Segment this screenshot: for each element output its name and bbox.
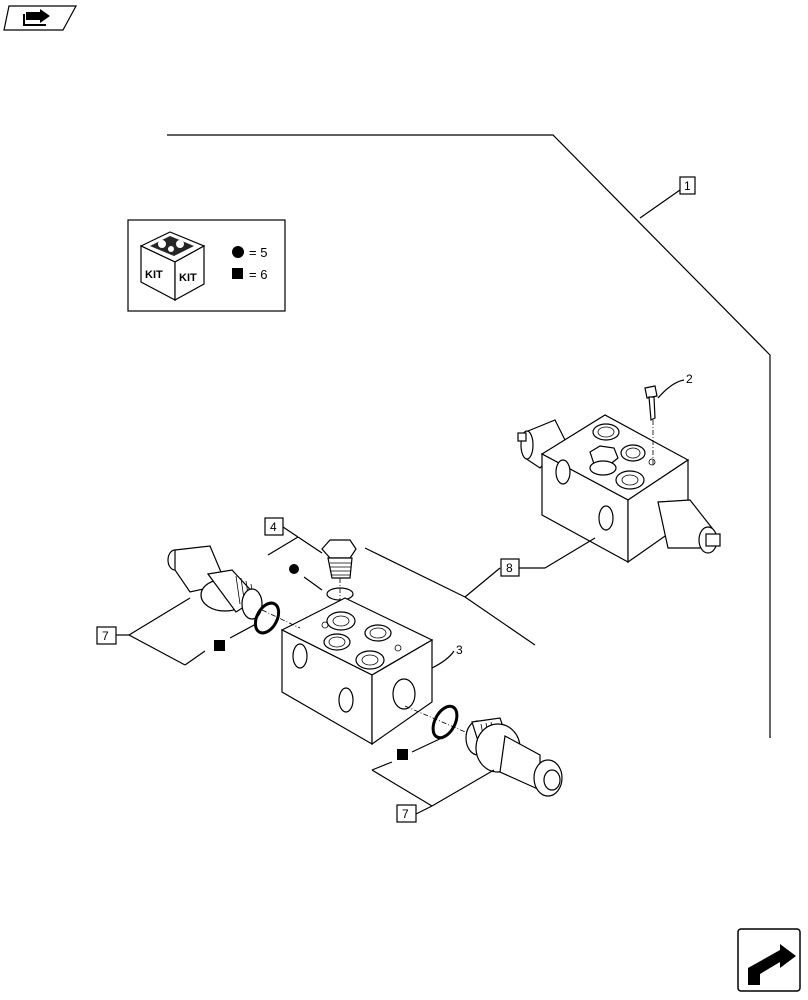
callout-7-upper[interactable]: 7 <box>96 597 206 666</box>
svg-text:7: 7 <box>402 807 409 821</box>
legend-square-label: = 6 <box>249 267 267 282</box>
next-page-icon[interactable] <box>737 928 801 992</box>
previous-page-icon[interactable] <box>3 5 78 31</box>
legend-circle-label: = 5 <box>249 245 267 260</box>
oring-right <box>404 704 471 740</box>
svg-text:1: 1 <box>684 179 691 193</box>
svg-text:KIT: KIT <box>179 272 197 284</box>
valve-block-lower <box>280 597 434 746</box>
svg-text:3: 3 <box>456 643 463 657</box>
kit-box-icon: KIT KIT <box>139 231 206 302</box>
legend-circle-symbol <box>232 246 244 258</box>
oring-left <box>253 601 301 635</box>
valve-assembly-upper <box>517 414 721 564</box>
kit-legend: KIT KIT = 5 = 6 <box>127 219 286 312</box>
legend-square-symbol <box>232 268 243 279</box>
callout-8[interactable]: 8 <box>364 537 596 646</box>
callout-1[interactable]: 1 <box>639 176 696 219</box>
callout-3[interactable]: 3 <box>431 643 463 669</box>
bolt-part <box>644 385 658 465</box>
callout-2[interactable]: 2 <box>657 372 693 399</box>
svg-text:4: 4 <box>270 520 277 534</box>
seal-square-marker <box>397 749 408 760</box>
seal-circle-marker <box>289 564 299 574</box>
callout-7-lower[interactable]: 7 <box>371 735 495 823</box>
seal-square-marker <box>214 640 225 651</box>
spool-left <box>167 545 263 620</box>
svg-text:8: 8 <box>506 561 513 575</box>
plug-part <box>321 539 357 650</box>
spool-right <box>465 717 563 797</box>
svg-text:2: 2 <box>686 372 693 386</box>
callout-4[interactable]: 4 <box>264 517 323 556</box>
svg-text:7: 7 <box>102 629 109 643</box>
assembly-outline <box>167 134 771 738</box>
svg-text:KIT: KIT <box>145 269 163 281</box>
